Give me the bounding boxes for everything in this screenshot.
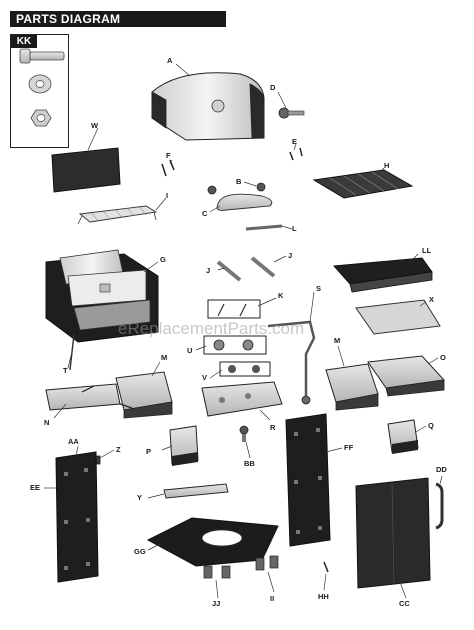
door-part: [355, 477, 431, 589]
callout-m-right: M: [334, 336, 340, 345]
callout-v: V: [202, 373, 207, 382]
handle-part: [207, 182, 273, 211]
callout-bb: BB: [244, 459, 255, 468]
callout-g: G: [160, 255, 166, 264]
shelf-part: [367, 355, 446, 397]
callout-e: E: [292, 137, 297, 146]
shelf-bracket-part: [45, 383, 133, 411]
callout-p: P: [146, 447, 151, 456]
callout-s: S: [316, 284, 321, 293]
callout-j-right: J: [288, 251, 292, 260]
left-door-panel-part: [55, 451, 99, 583]
clips-part: [289, 147, 303, 161]
screws-part: [161, 159, 175, 177]
callout-f: F: [166, 151, 171, 160]
callout-cc: CC: [399, 599, 410, 608]
small-box-left-part: [169, 425, 199, 466]
callout-dd: DD: [436, 465, 447, 474]
callout-y: Y: [137, 493, 142, 502]
leader-lines: [44, 63, 443, 599]
page-title: PARTS DIAGRAM: [10, 11, 226, 27]
callout-m-left: M: [161, 353, 167, 362]
callout-d: D: [270, 83, 276, 92]
side-shelf-right-part: [325, 363, 379, 411]
side-shelf-left-part: [115, 371, 173, 419]
heat-plate-part: [355, 299, 441, 335]
callout-ff: FF: [344, 443, 354, 452]
callout-z: Z: [116, 445, 121, 454]
warming-rack-part: [77, 205, 158, 225]
callout-c: C: [202, 209, 208, 218]
warming-panel-part: [51, 147, 121, 193]
callout-gg: GG: [134, 547, 146, 556]
callout-labels: A D E F W B C H I L LL G J J K S X T U V…: [30, 56, 447, 608]
bolt-part: [239, 425, 249, 442]
callout-t: T: [63, 366, 68, 375]
callout-j-left: J: [206, 266, 210, 275]
callout-ee: EE: [30, 483, 40, 492]
door-handle-part: [435, 482, 444, 530]
griddle-part: [332, 257, 433, 293]
callout-r: R: [270, 423, 276, 432]
callout-h: H: [384, 161, 389, 170]
callout-q: Q: [428, 421, 434, 430]
callout-o: O: [440, 353, 446, 362]
rod-part: [245, 224, 283, 231]
right-door-panel-part: [285, 413, 331, 547]
callout-a: A: [167, 56, 173, 65]
bolt-washer-nut-part: [19, 48, 65, 127]
small-box-right-part: [387, 419, 419, 454]
cross-bar-part: [163, 483, 229, 499]
callout-w: W: [91, 121, 99, 130]
firebox-part: [45, 249, 159, 343]
callout-b: B: [236, 177, 242, 186]
burner-tubes-part: [216, 256, 276, 282]
bottom-tray-part: [146, 517, 279, 567]
knob-panel-part: [203, 335, 267, 355]
callout-n: N: [44, 418, 49, 427]
callout-hh: HH: [318, 592, 329, 601]
callout-ii: II: [270, 594, 274, 603]
lid-part: [151, 72, 265, 141]
callout-k: K: [278, 291, 284, 300]
callout-jj: JJ: [212, 599, 220, 608]
casters-part: [203, 555, 279, 579]
callout-ll: LL: [422, 246, 432, 255]
bracket-part: [207, 299, 261, 319]
callout-x: X: [429, 295, 434, 304]
control-panel-part: [201, 381, 283, 417]
callout-i: I: [166, 191, 168, 200]
callout-l: L: [292, 224, 297, 233]
thermometer-part: [278, 107, 305, 119]
callout-aa: AA: [68, 437, 79, 446]
gas-manifold-part: [267, 320, 316, 398]
control-knobs-part: [219, 361, 271, 377]
watermark-text: eReplacementParts.com: [118, 319, 304, 338]
cooking-grate-part: [312, 169, 414, 199]
small-screw-part: [323, 561, 329, 573]
callout-u: U: [187, 346, 192, 355]
inset-kk-label: KK: [11, 35, 37, 48]
